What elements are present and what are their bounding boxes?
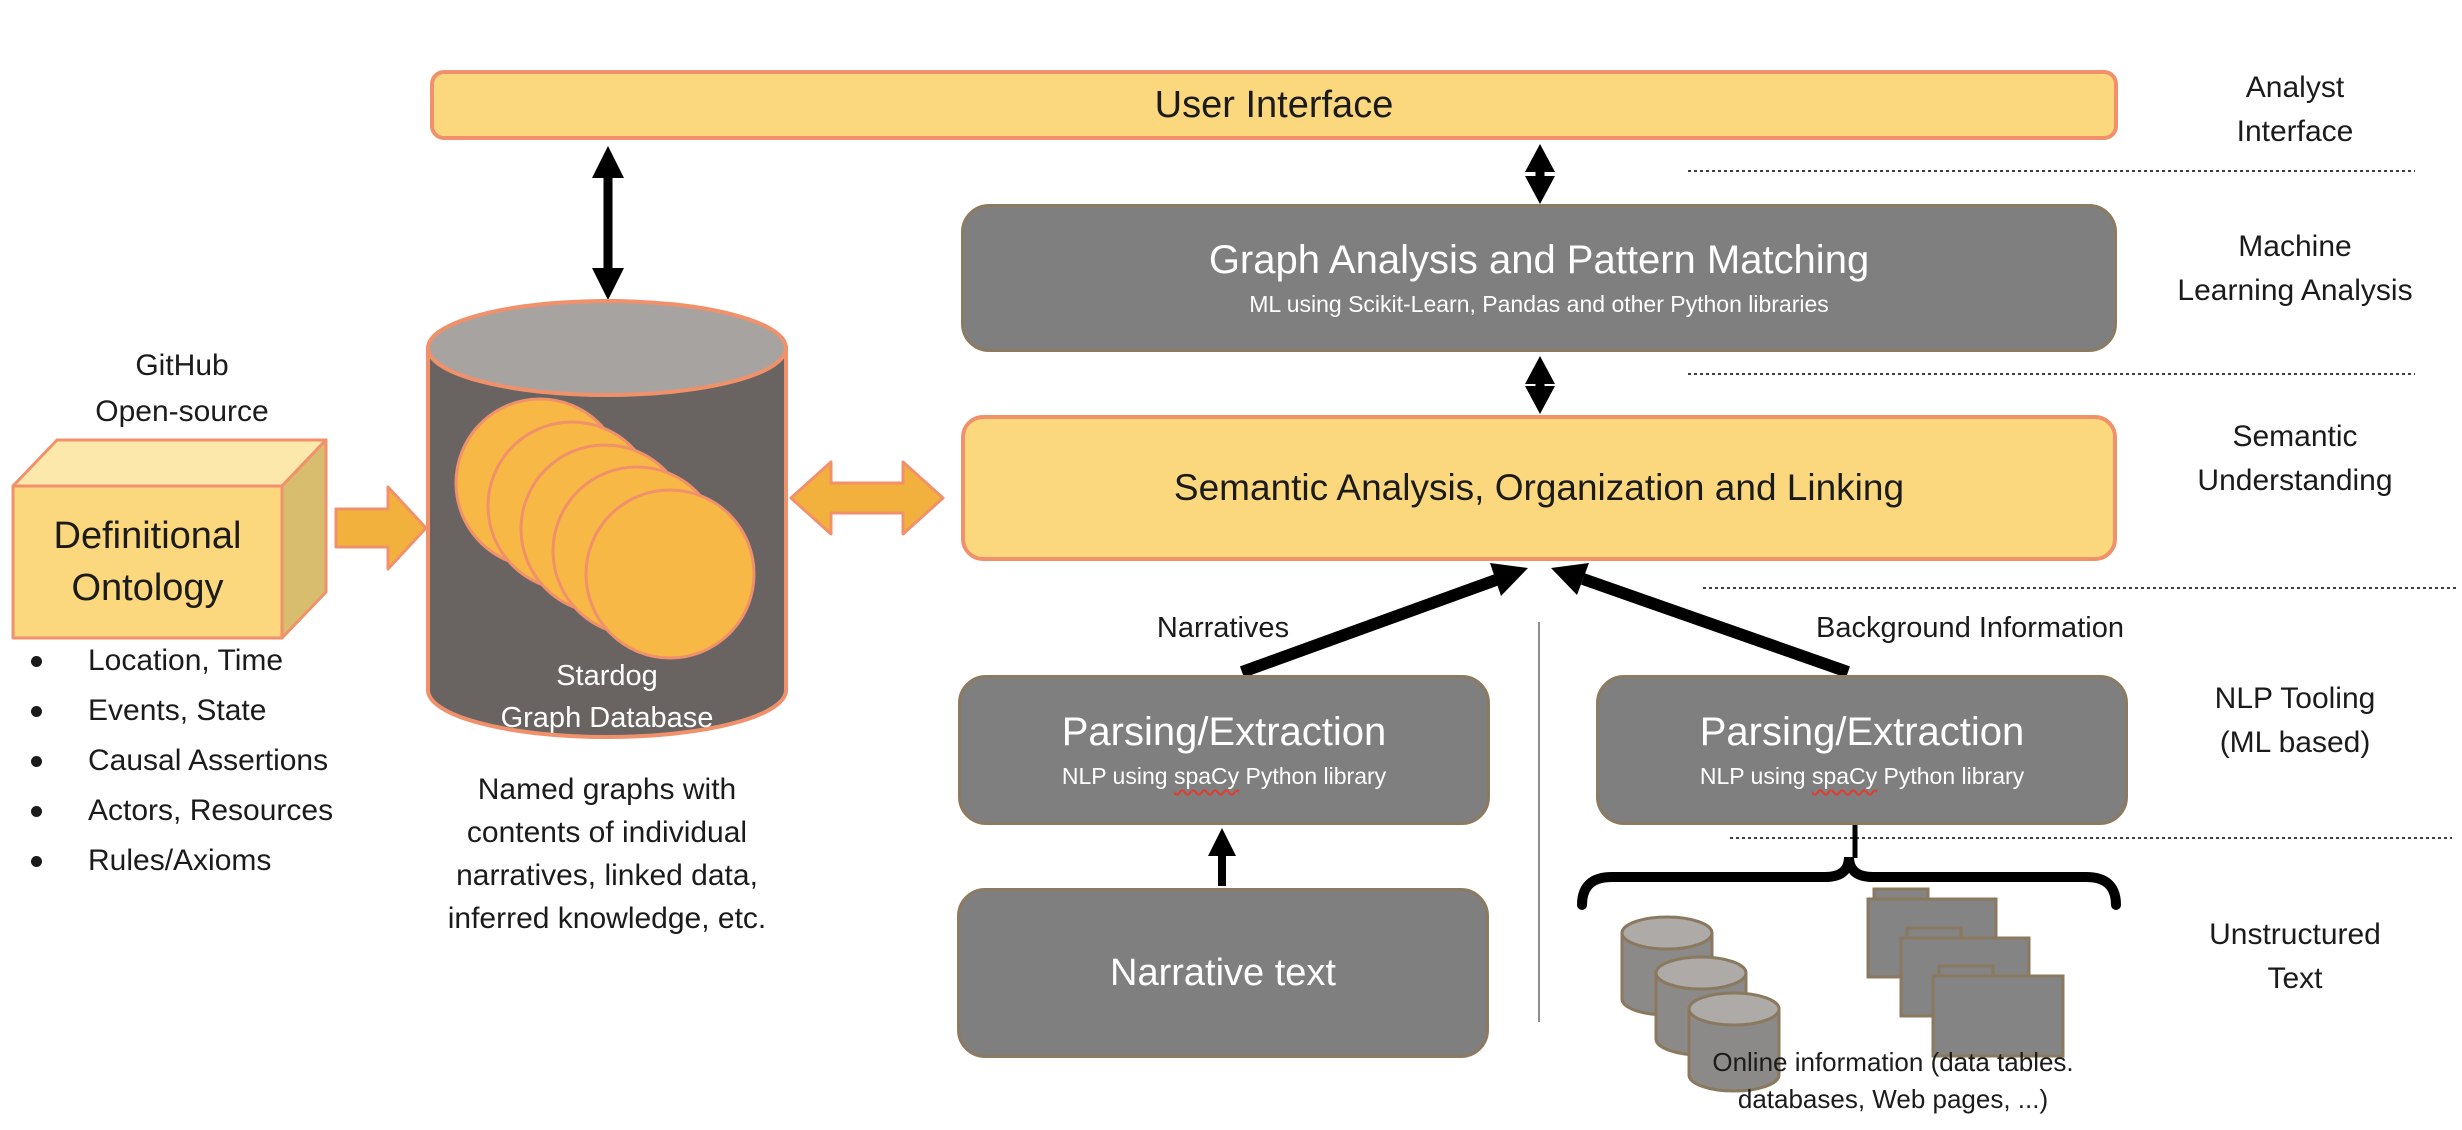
database-cylinder-icon [1687,991,1781,1093]
ontology-bullet-list: Location, Time Events, State Causal Asse… [25,636,505,886]
subtitle-suffix: Python library [1239,763,1387,789]
semantic-understanding-label: Semantic Understanding [2197,420,2393,497]
bullet-icon [31,705,42,717]
narratives-label: Narratives [1156,612,1290,644]
bullet-icon [31,855,42,867]
bullet-icon [31,805,42,817]
narrative-text-box: Narrative text [957,888,1489,1058]
narratives-flow-arrow-icon [1239,563,1528,678]
named-graph-disk-icon [584,488,756,660]
graph-analysis-subtitle: ML using Scikit-Learn, Pandas and other … [1249,291,1829,317]
semantic-analysis-box: Semantic Analysis, Organization and Link… [961,415,2117,561]
github-open-source-label: GitHub Open-source [95,349,269,428]
parsing-extraction-left-subtitle: NLP using spaCy Python library [1062,763,1386,790]
database-stack-icon [1620,915,1781,1093]
subtitle-suffix: Python library [1877,763,2025,789]
parsing-extraction-right-subtitle: NLP using spaCy Python library [1700,763,2024,790]
web-page-icon [1931,964,2065,1058]
background-information-label: Background Information [1816,612,2124,644]
cube-front-face [11,484,284,640]
named-graphs-caption: Named graphs with contents of individual… [447,773,767,935]
narrative-to-parsing-arrow-icon [1208,828,1236,886]
sources-brace-icon [1577,856,2121,910]
parsing-extraction-right-box: Parsing/Extraction NLP using spaCy Pytho… [1596,675,2128,825]
cube-top-face [11,438,328,488]
ui-to-db-arrow-icon [592,146,624,300]
list-item: Rules/Axioms [25,836,505,886]
graph-analysis-box: Graph Analysis and Pattern Matching ML u… [961,204,2117,352]
parsing-extraction-right-title: Parsing/Extraction [1699,710,2025,754]
analyst-interface-label: Analyst Interface [2236,71,2354,148]
nlp-tooling-label: NLP Tooling (ML based) [2214,682,2376,759]
cylinder-top [426,299,788,397]
unstructured-text-label: Unstructured Text [2209,918,2381,995]
subtitle-prefix: NLP using [1061,763,1174,789]
ontology-cube-icon [11,438,328,640]
graph-analysis-title: Graph Analysis and Pattern Matching [1208,238,1870,282]
parsing-extraction-left-title: Parsing/Extraction [1061,710,1387,754]
semantic-analysis-title: Semantic Analysis, Organization and Link… [1173,467,1905,508]
list-item: Events, State [25,686,505,736]
list-item: Causal Assertions [25,736,505,786]
db-semantic-bidirectional-arrow-icon [789,460,945,536]
user-interface-box: User Interface [430,70,2118,140]
spacy-word: spaCy [1173,763,1240,789]
list-item: Actors, Resources [25,786,505,836]
bullet-icon [31,755,42,767]
narrative-text-title: Narrative text [1110,951,1336,994]
online-information-caption: Online information (data tables. databas… [1712,1047,2074,1114]
ui-to-graph-arrow-icon [1525,144,1555,204]
background-flow-arrow-icon [1551,563,1850,678]
user-interface-title: User Interface [1154,83,1394,126]
stardog-graph-database-label: Stardog Graph Database [500,660,714,734]
definitional-ontology-label: Definitional Ontology [53,515,242,609]
layer-separator-lines [1688,170,2456,839]
machine-learning-analysis-label: Machine Learning Analysis [2177,230,2413,307]
graph-to-semantic-arrow-icon [1525,356,1555,414]
bullet-icon [31,655,42,667]
list-item: Location, Time [25,636,505,686]
subtitle-prefix: NLP using [1699,763,1812,789]
parsing-extraction-left-box: Parsing/Extraction NLP using spaCy Pytho… [958,675,1490,825]
named-graph-disks-icon [454,397,756,660]
graph-database-cylinder-icon [426,299,788,739]
spacy-word: spaCy [1811,763,1878,789]
web-page-stack-icon [1866,887,2065,1058]
ontology-to-db-arrow-icon [334,485,428,571]
